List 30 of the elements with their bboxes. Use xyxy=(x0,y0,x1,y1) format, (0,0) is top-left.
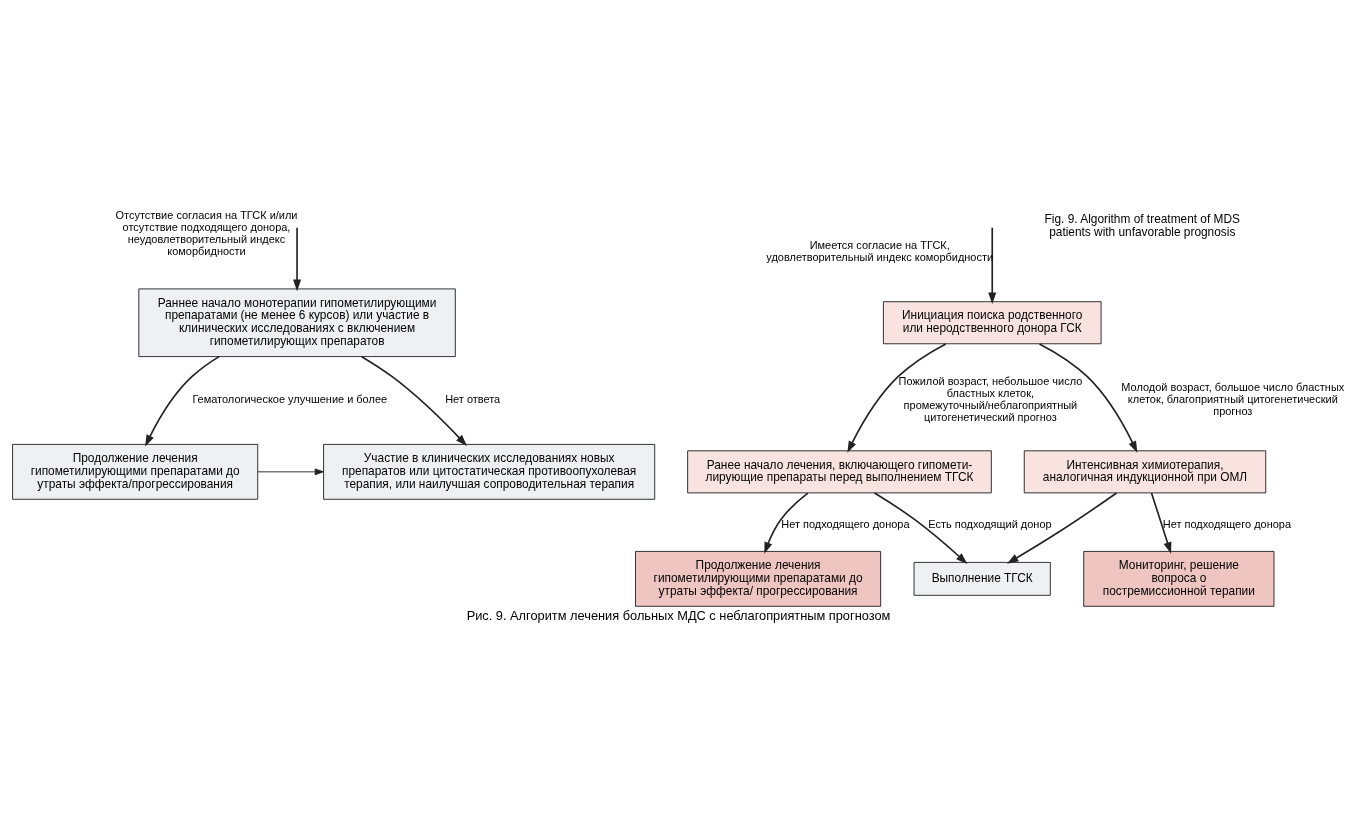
edge-label: Нет ответа xyxy=(445,392,501,405)
node-box: Продолжение лечения гипометилирующими препаратами до утраты эффекта/прогрессирования xyxy=(12,443,259,500)
arrow xyxy=(1038,342,1138,453)
edge-label: Нет подходящего донора xyxy=(1162,517,1291,530)
edge-label: Нет подходящего донора xyxy=(781,517,910,530)
edge-label: Гематологическое улучшение и более xyxy=(192,392,388,405)
arrow xyxy=(988,226,997,304)
arrow xyxy=(145,355,220,446)
arrow xyxy=(360,355,467,446)
arrow xyxy=(1006,491,1118,564)
node-box: Продолжение лечения гипометилирующими препаратами до утраты эффекта/ прогрессирования xyxy=(635,550,882,607)
caption: Рис. 9. Алгоритм лечения больных МДС с неблагоприятным прогнозом xyxy=(466,607,891,623)
node-box: Участие в клинических исследованиях новых препаратов или цитостатическая противоопухолевая терапия, или наилучшая сопроводительная терапия xyxy=(323,443,656,500)
node-box: Инициация поиска родственного или неродственного донора ГСК xyxy=(882,300,1102,344)
arrow xyxy=(764,491,809,554)
arrow xyxy=(847,342,947,453)
edge-label: Пожилой возраст, небольшое число бластных клеток, промежуточный/неблагоприятный цитогенетический прогноз xyxy=(898,374,1083,423)
edge-label: Есть подходящий донор xyxy=(928,517,1052,530)
arrow xyxy=(257,468,324,475)
arrow xyxy=(873,491,968,564)
node-box: Мониторинг, решение вопроса о постремиссионной терапии xyxy=(1083,550,1275,607)
edge-label: Молодой возраст, большое число бластных клеток, благоприятный цитогенетический прогноз xyxy=(1121,380,1345,417)
arrow xyxy=(1150,491,1172,554)
node-box: Раннее начало монотерапии гипометилирующими препаратами (не менее 6 курсов) или участие в клинических исследованиях с включением гипометилирующих препаратов xyxy=(138,287,456,357)
node-box: Выполнение ТГСК xyxy=(913,561,1051,596)
node-box: Ранее начало лечения, включающего гипомети- лирующие препараты перед выполнением ТГСК xyxy=(687,449,992,493)
node-box: Интенсивная химиотерапия, аналогичная индукционной при ОМЛ xyxy=(1023,449,1267,493)
arrow xyxy=(293,226,302,291)
label: Fig. 9. Algorithm of treatment of MDS patients with unfavorable prognosis xyxy=(1044,211,1240,239)
edge-label: Отсутствие согласия на ТГСК и/или отсутствие подходящего донора, неудовлетворительный индекс коморбидности xyxy=(115,208,298,257)
